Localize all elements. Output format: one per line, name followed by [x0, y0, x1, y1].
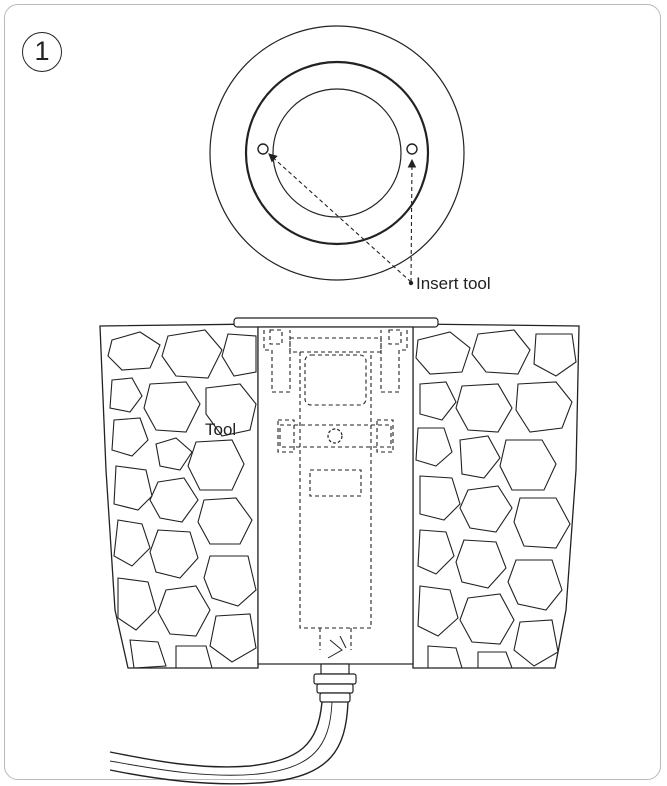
leader-line-left — [268, 153, 412, 283]
insert-tool-label: Insert tool — [416, 274, 491, 293]
outer-ring — [209, 25, 465, 281]
tool-label: Tool — [205, 420, 237, 439]
lamp-installed-in-stone-cross-section — [233, 317, 439, 665]
lamp-top-view — [209, 25, 465, 286]
step-number-badge: 1 — [22, 32, 62, 72]
tool-hole-right — [406, 143, 418, 155]
leader-dot — [408, 280, 414, 286]
cable — [109, 663, 357, 785]
leader-line-right — [407, 158, 417, 283]
tool-hole-left — [257, 143, 269, 155]
middle-ring — [244, 60, 430, 246]
stone-ground — [99, 323, 580, 669]
inner-ring — [272, 88, 402, 218]
panel-frame — [4, 4, 661, 780]
